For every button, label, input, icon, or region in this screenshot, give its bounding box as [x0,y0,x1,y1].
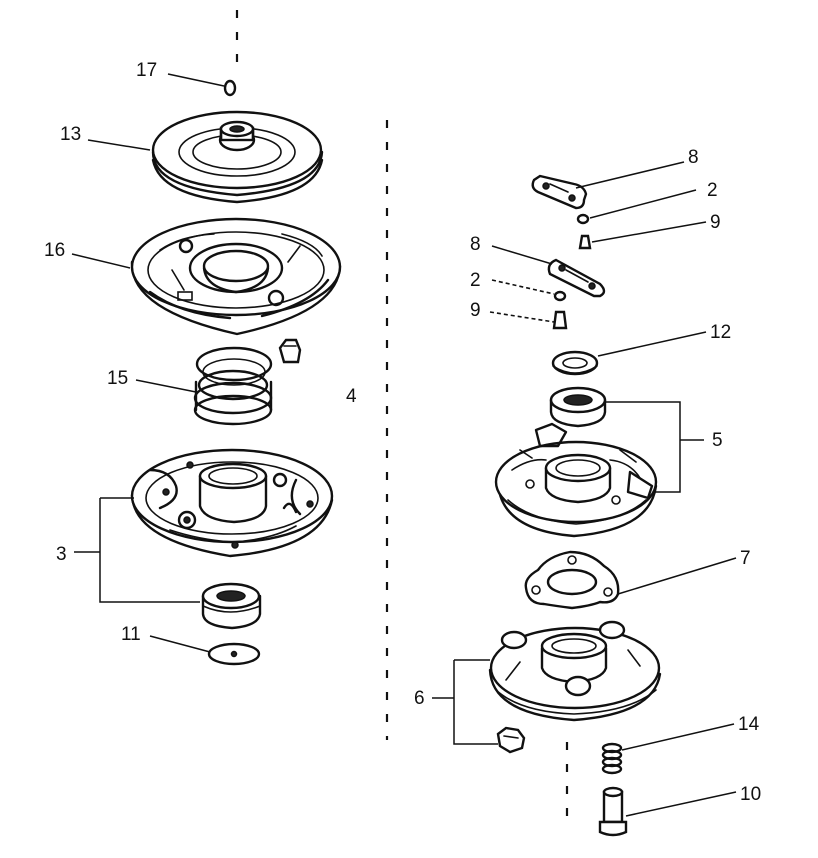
part-9-pin-top [578,234,592,250]
label-part-2-top: 2 [707,180,718,201]
label-part-5: 5 [712,430,723,451]
part-3-bushing [201,582,262,630]
label-part-6: 6 [414,688,425,709]
label-part-4: 4 [346,386,357,407]
label-part-9-mid: 9 [470,300,481,321]
label-part-15: 15 [107,368,128,389]
label-part-2-mid: 2 [470,270,481,291]
label-part-13: 13 [60,124,81,145]
part-12-washer [551,350,599,376]
part-13-cap [151,110,324,204]
part-labels: 17 13 16 15 4 3 11 8 2 9 8 2 9 12 5 7 6 … [44,60,761,805]
label-part-10: 10 [740,784,761,805]
small-spacer-cap [278,338,302,364]
part-3-housing [130,448,334,558]
label-part-7: 7 [740,548,751,569]
part-8-link-top [531,174,588,210]
label-part-16: 16 [44,240,65,261]
part-11-disc [207,642,261,666]
part-16-plate [130,217,342,336]
label-part-14: 14 [738,714,760,735]
part-8-link-mid [547,258,606,298]
part-6-nut [496,726,526,754]
part-5-bushing [549,386,607,428]
part-9-pin-mid [552,310,568,330]
part-17-washer [223,79,237,97]
part-7-gasket [524,550,620,610]
label-part-3: 3 [56,544,67,565]
part-2-ring-mid [553,290,567,302]
part-5-hub [494,422,658,538]
label-part-11: 11 [121,624,141,645]
label-part-8-top: 8 [688,147,699,168]
part-6-housing [488,620,662,722]
label-part-8-mid: 8 [470,234,481,255]
part-10-bolt [598,786,628,837]
part-15-spring [193,346,273,426]
label-part-9-top: 9 [710,212,721,233]
part-14-spring [601,742,623,775]
leader-lines [71,73,737,817]
part-2-ring-top [576,213,590,225]
label-part-12: 12 [710,322,731,343]
label-part-17: 17 [136,60,157,81]
